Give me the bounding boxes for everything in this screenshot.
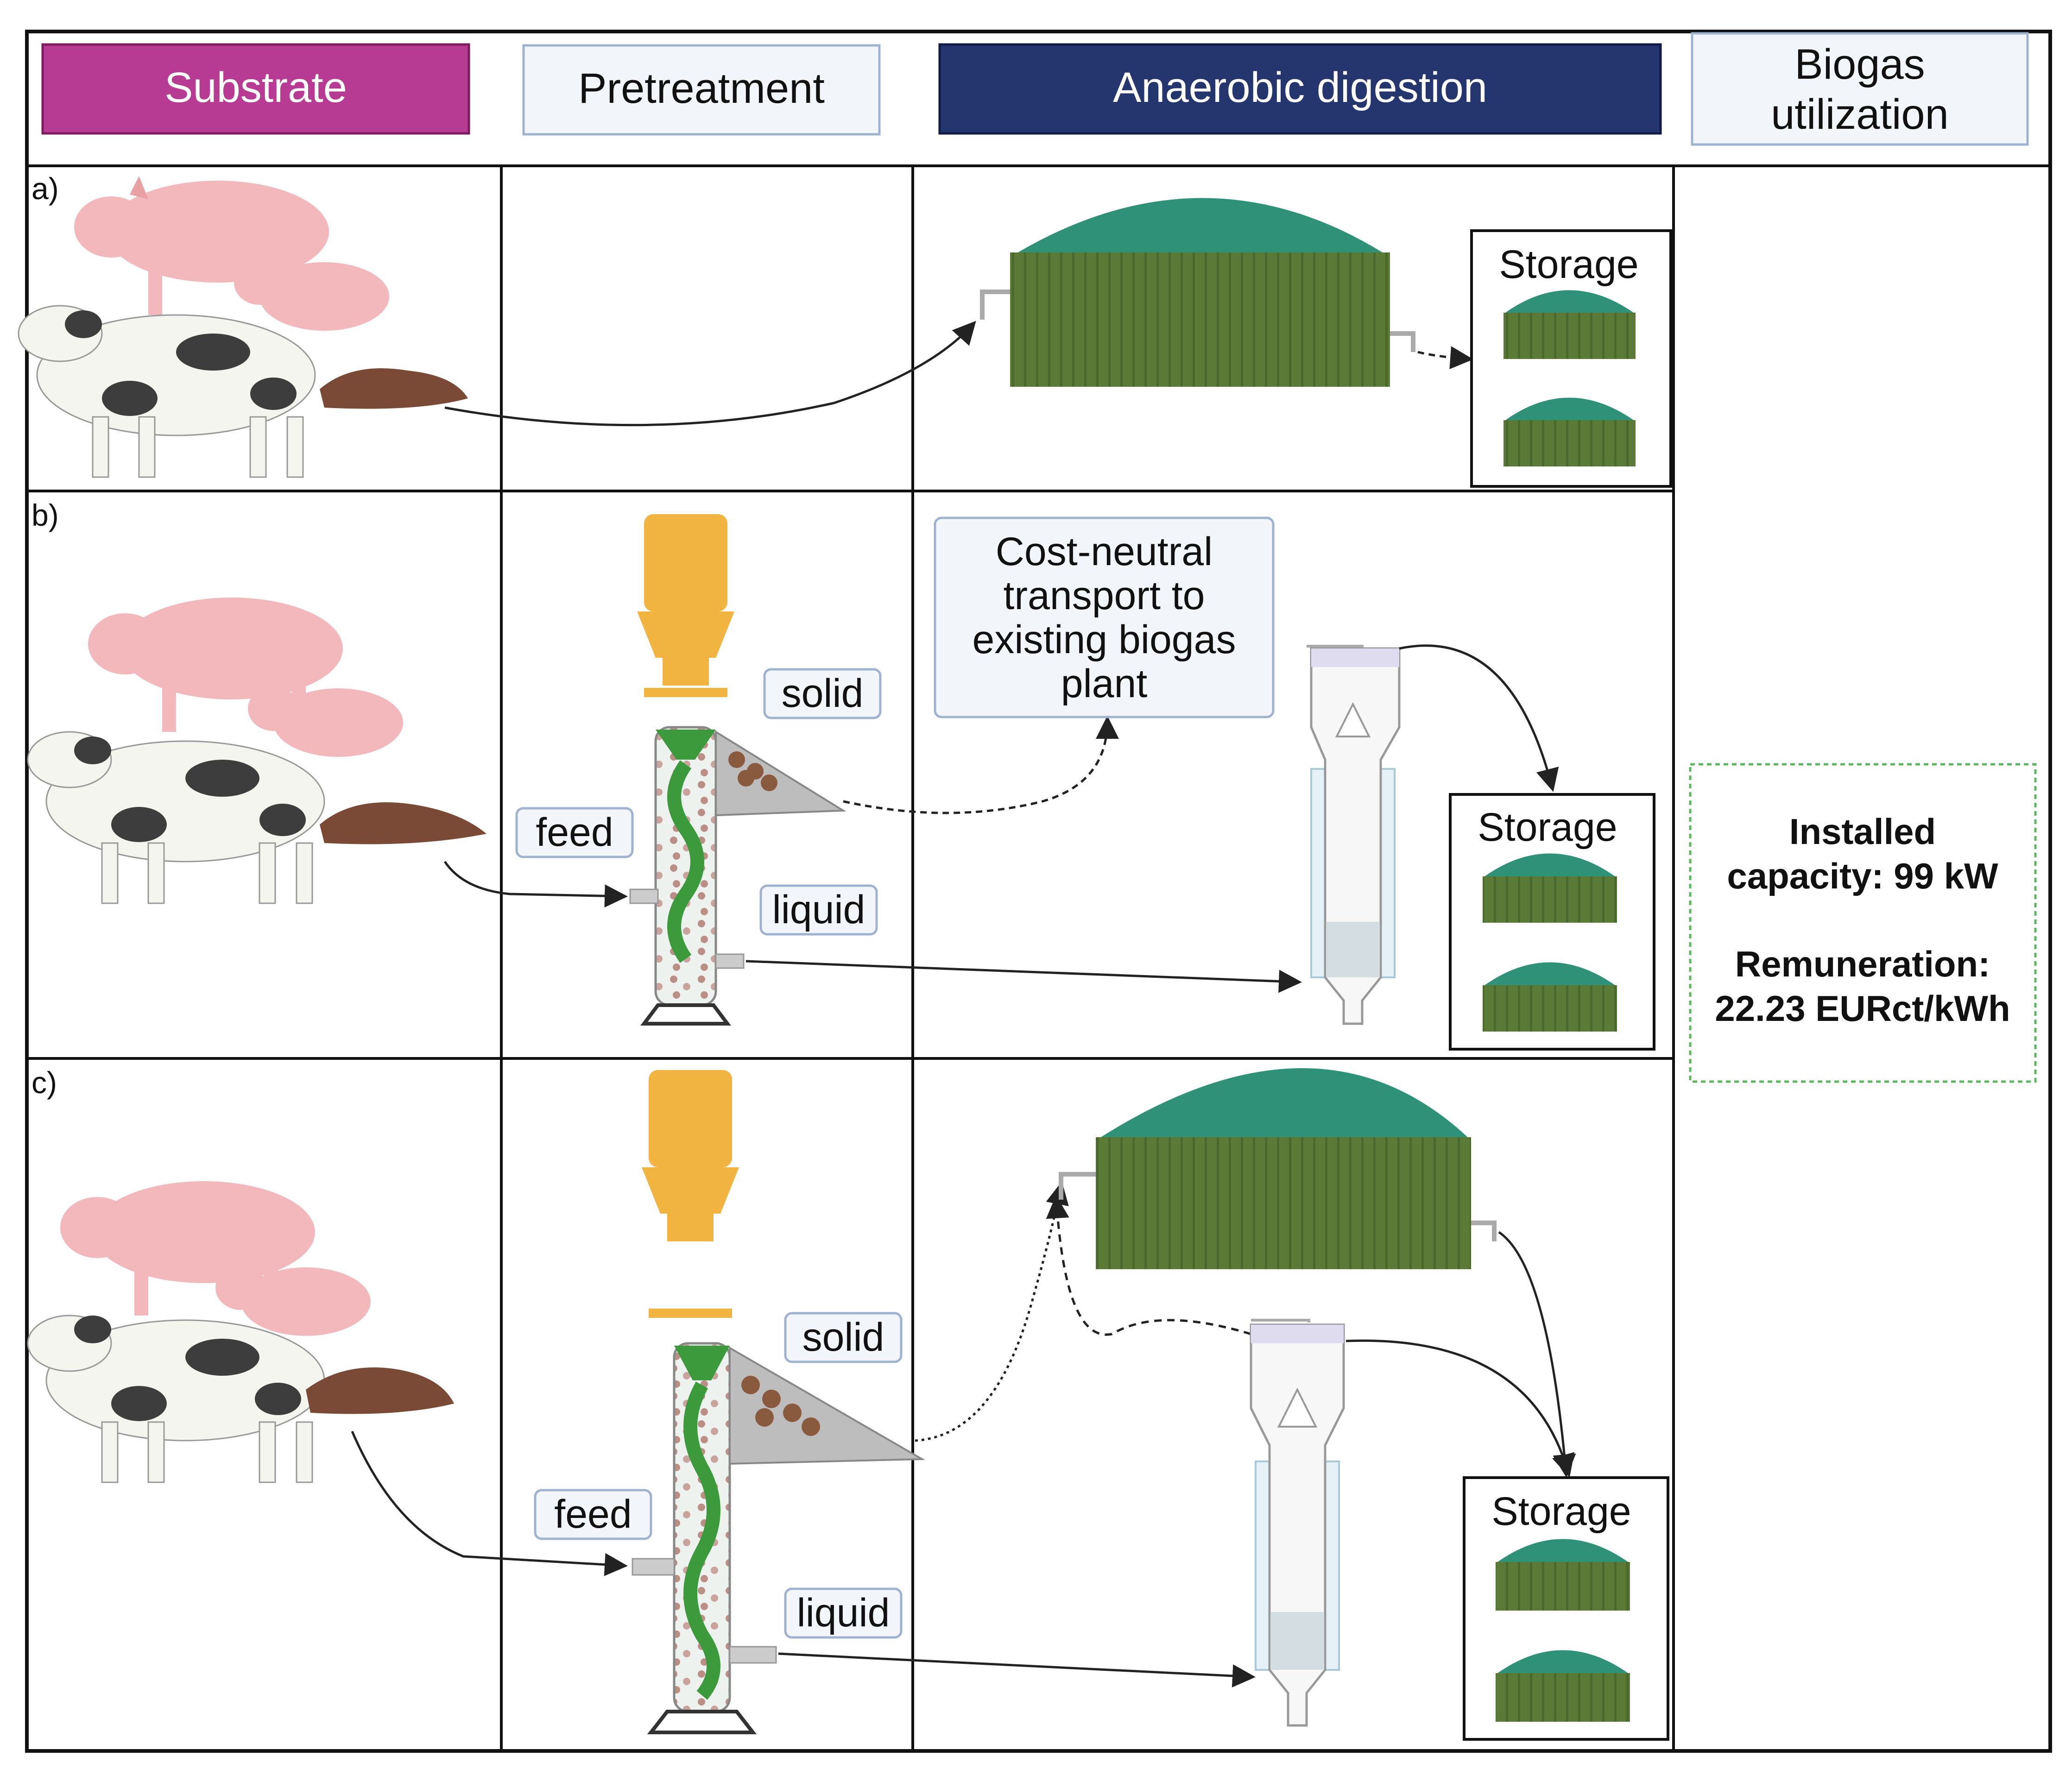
remuneration-line2: 22.23 EURct/kWh [1715,988,2010,1029]
utilization-summary-box [1689,763,2037,1083]
feed-label-box-c [534,1489,652,1540]
solid-to-digester-arrow-c [915,1181,1069,1442]
solid-to-transport-arrow-b [843,716,1119,814]
liquid-label-box-c [784,1587,903,1639]
panel-letter-b: b) [32,498,59,532]
remuneration-line1: Remuneration: [1735,944,1990,984]
capacity-line2: capacity: 99 kW [1727,856,1998,896]
utilization-header-line1: Biogas [1794,41,1925,88]
header-row: Substrate Pretreatment Anaerobic digesti… [41,32,2029,146]
pretreatment-header: Pretreatment [578,65,825,112]
digestion-header: Anaerobic digestion [1113,64,1487,111]
feed-label-box-b [515,807,634,858]
reactor-to-digester-recirculation-arrow-c [1046,1195,1251,1336]
utilization-header-box [1691,32,2029,146]
screw-separator-b [629,514,846,1026]
manure-to-digester-arrow-a [444,321,976,427]
liquid-label-box-b [759,884,878,936]
feed-label-b: feed [536,810,613,855]
liquid-label-c: liquid [797,1591,890,1635]
feed-label-c: feed [554,1492,632,1536]
transport-box-b [934,516,1275,718]
digester-a [980,198,1415,387]
manure-to-separator-arrow-b [443,861,628,908]
digester-c [1059,1068,1497,1269]
livestock-illustration-a [18,176,468,478]
panel-letter-c: c) [32,1065,57,1100]
storage-label-c: Storage [1491,1489,1631,1534]
outer-frame [25,30,2052,1753]
storage-label-b: Storage [1478,805,1617,850]
livestock-illustration-c [27,1181,454,1483]
manure-to-separator-arrow-c [351,1431,628,1576]
storage-box-a: Storage [1470,229,1672,488]
utilization-header-line2: utilization [1771,91,1949,138]
liquid-to-reactor-arrow-b [745,960,1302,993]
storage-label-a: Storage [1499,242,1638,287]
digestion-header-box [938,43,1662,135]
solid-label-c: solid [802,1315,884,1360]
solid-label-box-c [784,1312,903,1363]
solid-label-b: solid [782,671,864,716]
reactor-to-storage-arrow-c [1346,1339,1575,1478]
transport-line3: existing biogas [973,617,1236,662]
panel-letter-a: a) [32,171,59,206]
capacity-line1: Installed [1789,811,1936,852]
substrate-header: Substrate [164,64,347,111]
livestock-illustration-b [27,598,486,904]
screw-separator-c [632,1070,926,1734]
liquid-to-reactor-arrow-c [778,1652,1256,1688]
transport-line2: transport to [1004,573,1205,618]
solid-label-box-b [763,668,882,719]
uasb-reactor-b [1307,645,1401,1025]
reactor-to-storage-arrow-b [1399,644,1559,792]
storage-box-c: Storage [1463,1476,1669,1741]
transport-line1: Cost-neutral [996,529,1213,574]
liquid-label-b: liquid [772,888,865,932]
storage-box-b: Storage [1449,793,1655,1051]
transport-line4: plant [1061,661,1148,706]
substrate-header-box [41,43,470,135]
uasb-reactor-c [1250,1319,1345,1727]
table-grid [27,164,2050,1751]
digester-to-storage-arrow-c [1498,1231,1576,1478]
pretreatment-header-box [522,44,881,136]
digester-to-storage-arrow-a [1417,346,1473,370]
